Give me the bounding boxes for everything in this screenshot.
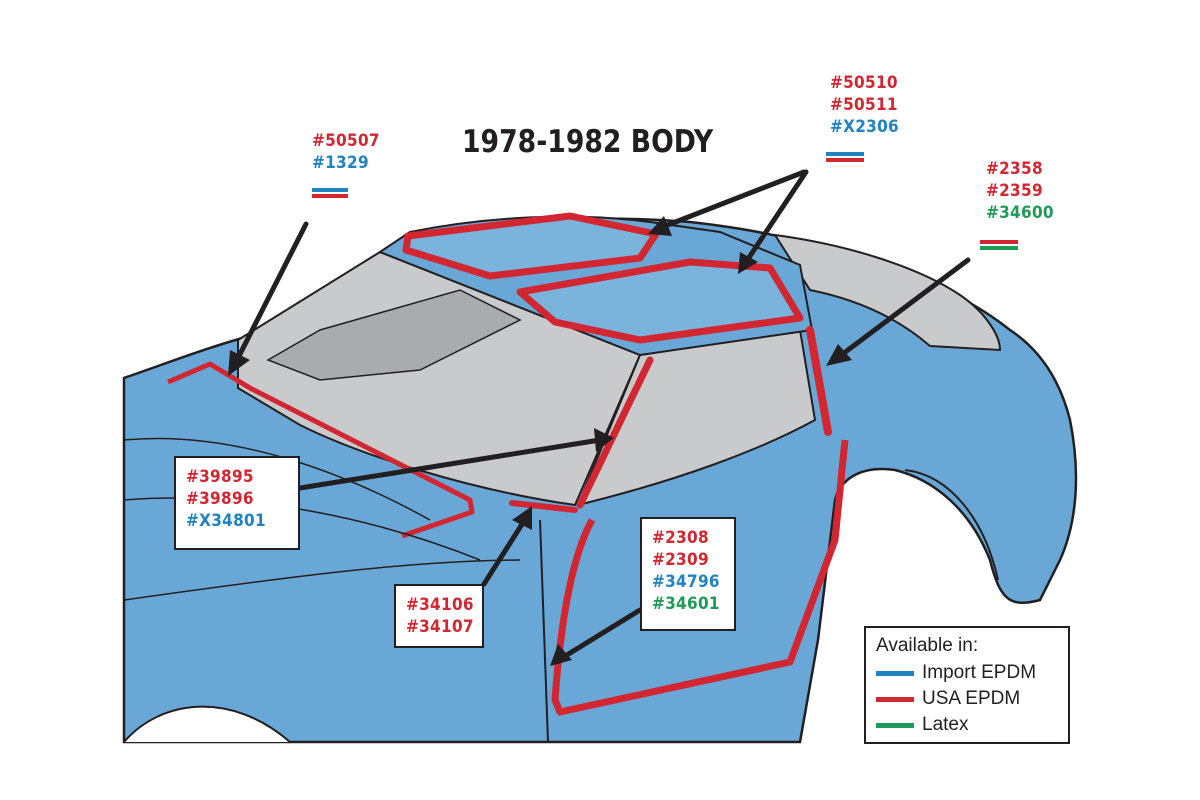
callout-roof-panels: #50510 #50511 #X2306 <box>830 72 899 138</box>
a-pillar-seal <box>576 356 654 509</box>
part-code: #39895 <box>186 467 254 487</box>
callout-rear-pillar: #2358 #2359 #34600 <box>986 158 1054 224</box>
legend: Available in: Import EPDM USA EPDM Latex <box>864 626 1070 744</box>
part-code: #X2306 <box>830 117 899 137</box>
part-code: #X34801 <box>186 511 266 531</box>
t-top-rear <box>516 258 804 344</box>
door-seal <box>551 439 849 716</box>
t-top-front <box>402 212 660 280</box>
color-flag <box>826 152 864 164</box>
legend-title: Available in: <box>876 635 979 656</box>
diagram-title: 1978-1982 BODY <box>462 124 714 160</box>
color-flag <box>980 240 1018 252</box>
part-code: #2309 <box>652 550 709 570</box>
lower-windshield-seal <box>167 361 475 539</box>
part-code: #34796 <box>652 572 720 592</box>
color-flag <box>312 188 348 200</box>
part-code: #34601 <box>652 594 720 614</box>
part-code: #2358 <box>986 159 1043 179</box>
legend-swatch <box>876 722 914 728</box>
part-code: #34106 <box>406 595 474 615</box>
cowl-seal <box>509 500 578 513</box>
part-code: #34107 <box>406 617 474 637</box>
part-code: #50510 <box>830 73 898 93</box>
legend-item-import-epdm: Import EPDM <box>876 660 1058 686</box>
callout-windshield-lower: #39895 #39896 #X34801 <box>174 456 300 550</box>
rear-glass <box>773 233 1002 352</box>
part-code: #50507 <box>312 131 380 151</box>
part-code: #34600 <box>986 203 1054 223</box>
part-code: #1329 <box>312 153 369 173</box>
side-window <box>576 328 817 507</box>
legend-label: USA EPDM <box>922 688 1021 709</box>
callout-door: #2308 #2309 #34796 #34601 <box>640 517 736 631</box>
legend-label: Import EPDM <box>922 662 1037 683</box>
part-code: #50511 <box>830 95 898 115</box>
legend-item-usa-epdm: USA EPDM <box>876 686 1058 712</box>
legend-swatch <box>876 696 914 702</box>
part-code: #2308 <box>652 528 709 548</box>
pointer-arrows <box>233 169 971 661</box>
part-code: #39896 <box>186 489 254 509</box>
legend-swatch <box>876 670 914 676</box>
dashboard <box>266 289 522 381</box>
part-code: #2359 <box>986 181 1043 201</box>
callout-windshield-upper: #50507 #1329 <box>312 130 380 174</box>
b-pillar-seal <box>806 326 832 436</box>
legend-label: Latex <box>922 714 969 735</box>
arrow-heads <box>228 216 852 666</box>
callout-cowl: #34106 #34107 <box>394 584 484 648</box>
legend-item-latex: Latex <box>876 712 1058 738</box>
